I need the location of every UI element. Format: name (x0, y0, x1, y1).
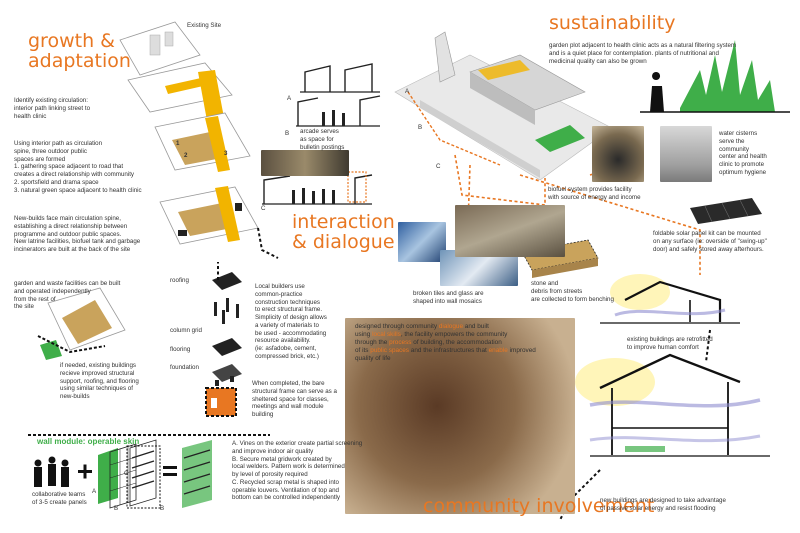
axon-label-a: A (405, 88, 410, 95)
axon-label-c: C (436, 163, 441, 170)
panel-label-a: A (92, 488, 97, 495)
section-c-label: C (261, 205, 266, 212)
wall-panel-assembled (182, 440, 212, 508)
section-b (296, 95, 381, 127)
sustainability-title: sustainability (549, 12, 676, 34)
mosaic-photo-1 (398, 222, 446, 262)
panel-label-b2: B (160, 505, 165, 512)
growth-step-1: Identify existing circulation: interior … (14, 97, 91, 120)
community-photo (345, 318, 575, 514)
plus-sign (78, 464, 92, 479)
section-a (300, 63, 380, 93)
mosaic-caption: broken tiles and glass are shaped into w… (413, 290, 484, 305)
foundation-label: foundation (170, 364, 199, 371)
growth-title: growth & adaptation (28, 30, 131, 72)
retrofit-house-section (600, 274, 740, 324)
roofing-label: roofing (170, 277, 189, 284)
completed-frame-icon (205, 387, 237, 417)
axon-label-b: B (418, 124, 423, 131)
space-number-3: 3 (224, 150, 228, 157)
growth-step-4: garden and waste facilities can be built… (14, 280, 121, 311)
column-grid-label: column grid (170, 327, 202, 334)
section-c (262, 171, 373, 205)
teams-caption: collaborative teams of 3-5 create panels (32, 491, 87, 506)
public-spaces-plan (154, 112, 251, 172)
wall-module-title: wall module: operable skin (37, 437, 140, 446)
arcade-photo (261, 150, 349, 176)
solar-panel-graphic (690, 198, 762, 224)
equals-sign (163, 466, 177, 476)
panel-label-c: C (124, 470, 129, 477)
axonometric-site (394, 31, 613, 181)
garden-silhouette-graphic (640, 40, 790, 113)
community-statement: designed through community dialogue and … (355, 323, 536, 362)
biofuel-photo (592, 126, 644, 182)
wall-module-description: A. Vines on the exterior create partial … (232, 440, 363, 502)
space-number-2: 2 (184, 152, 188, 159)
circulation-plan (127, 62, 233, 126)
arcade-caption: arcade serves as space for bulletin post… (300, 128, 345, 151)
growth-step-3: New-builds face main circulation spine, … (14, 215, 141, 253)
existing-site-plan (119, 21, 201, 76)
panel-label-b: B (114, 505, 119, 512)
people-silhouettes (34, 456, 69, 487)
new-building-section (575, 353, 770, 457)
growth-step-5: if needed, existing buildings recieve im… (60, 362, 139, 400)
debris-photo (455, 205, 565, 257)
bench-caption: stone and debris from streets are collec… (531, 280, 614, 303)
independent-facilities-plan (37, 287, 126, 360)
local-builders-caption: Local builders use common-practice const… (255, 283, 327, 360)
retrofit-caption: existing buildings are retrofitted to im… (627, 336, 713, 351)
biofuel-caption: biofuel system provides facility with so… (548, 186, 641, 201)
section-b-label: B (285, 130, 290, 137)
flooring-label: flooring (170, 346, 191, 353)
community-title: community involvement (423, 495, 655, 517)
section-a-label: A (287, 95, 292, 102)
newbuild-caption: new buildings are designed to take advan… (600, 497, 726, 512)
space-number-1: 1 (176, 140, 180, 147)
completed-caption: When completed, the bare structural fram… (252, 380, 337, 418)
cistern-caption: water cisterns serve the community cente… (719, 130, 767, 176)
garden-caption: garden plot adjacent to health clinic ac… (549, 42, 737, 65)
growth-step-2: Using interior path as circulation spine… (14, 140, 142, 194)
interaction-title: interaction & dialogue (292, 211, 395, 253)
solar-caption: foldable solar panel kit can be mounted … (653, 230, 767, 253)
cistern-photo (660, 126, 712, 182)
existing-site-label: Existing Site (187, 22, 222, 29)
wall-panel-exploded (98, 439, 161, 509)
structure-layers (212, 272, 242, 386)
new-builds-plan (159, 186, 259, 245)
